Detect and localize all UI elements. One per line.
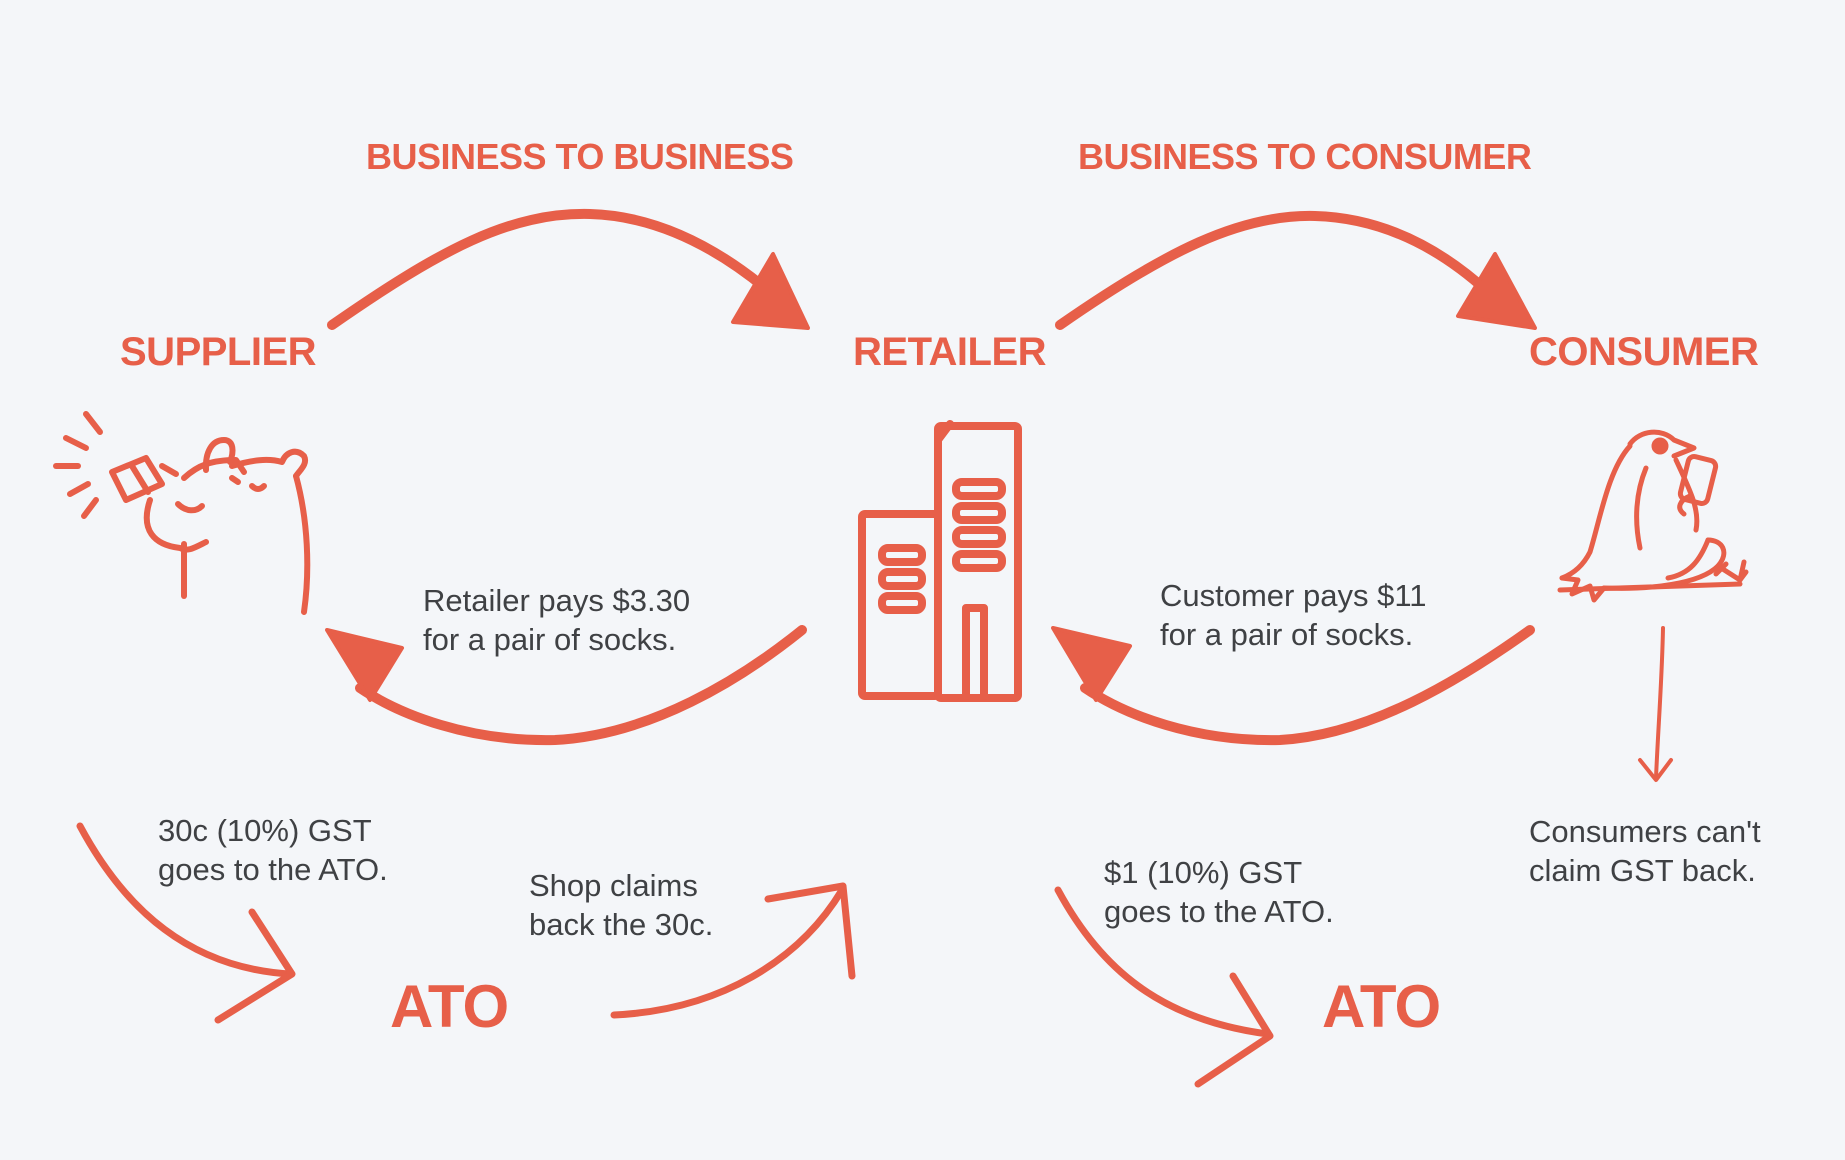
arrow-consumer-down [1638,626,1673,782]
arrow-retailer-gst-to-ato [1054,886,1274,1088]
note-line: goes to the ATO. [158,852,388,887]
note-retailer-pays: Retailer pays $3.30 for a pair of socks. [423,581,690,659]
note-retailer-gst: $1 (10%) GST goes to the ATO. [1104,853,1334,931]
note-line: goes to the ATO. [1104,894,1334,929]
arrow-supplier-gst-to-ato [76,822,296,1024]
label-retailer: RETAILER [853,330,1047,374]
label-ato-right: ATO [1322,973,1441,1040]
arrow-ato-refund-to-retailer [610,882,856,1019]
label-ato-left: ATO [390,973,509,1040]
arrow-supplier-to-retailer [327,208,810,330]
note-line: Consumers can't [1529,814,1761,849]
heading-business-to-consumer: BUSINESS TO CONSUMER [1078,136,1532,177]
bird-with-phone-icon [1557,429,1749,603]
bear-with-telescope-icon [53,411,311,615]
note-line: Shop claims [529,868,698,903]
note-line: 30c (10%) GST [158,813,372,848]
arrow-customer-pays-retailer [1051,625,1535,746]
heading-business-to-business: BUSINESS TO BUSINESS [366,136,794,177]
note-line: claim GST back. [1529,853,1756,888]
arrow-retailer-pays-supplier [325,625,807,746]
note-supplier-gst: 30c (10%) GST goes to the ATO. [158,811,388,889]
note-line: back the 30c. [529,907,714,942]
office-buildings-icon [858,420,1022,702]
arrow-retailer-to-consumer [1055,210,1537,330]
note-line: Customer pays $11 [1160,578,1427,613]
note-line: for a pair of socks. [1160,617,1414,652]
note-line: $1 (10%) GST [1104,855,1303,890]
note-line: for a pair of socks. [423,622,677,657]
note-customer-pays: Customer pays $11 for a pair of socks. [1160,576,1427,654]
note-consumer-claim: Consumers can't claim GST back. [1529,812,1761,890]
label-supplier: SUPPLIER [120,330,317,374]
label-consumer: CONSUMER [1529,330,1759,374]
note-line: Retailer pays $3.30 [423,583,691,618]
note-shop-claims: Shop claims back the 30c. [529,866,713,944]
